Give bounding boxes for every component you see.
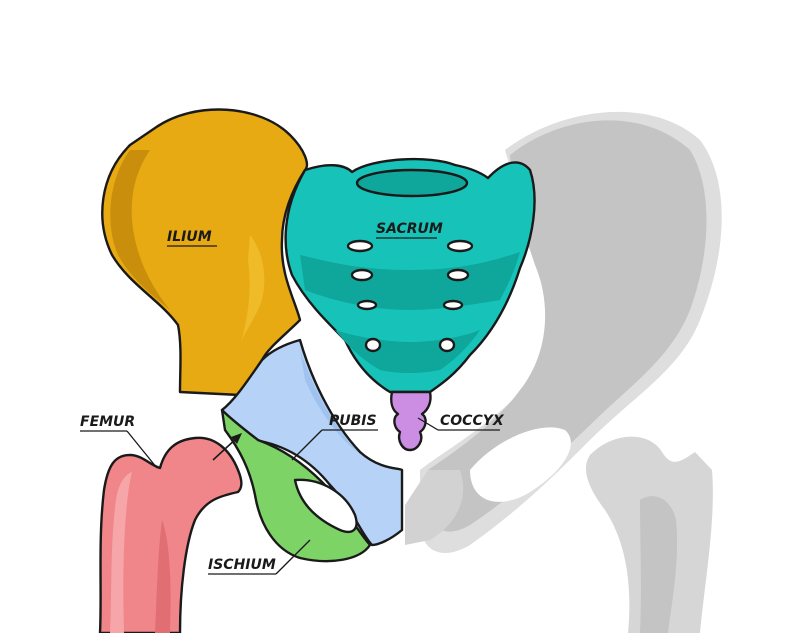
label-ilium: ILIUM bbox=[167, 229, 212, 245]
left-femur bbox=[98, 436, 243, 633]
label-coccyx: COCCYX bbox=[440, 413, 505, 429]
right-femur bbox=[585, 436, 713, 633]
coccyx-bone bbox=[390, 390, 432, 452]
label-femur: FEMUR bbox=[80, 414, 135, 430]
label-ischium-leader-diag bbox=[275, 539, 311, 575]
label-ischium: ISCHIUM bbox=[208, 557, 276, 573]
right-hip-bone bbox=[405, 111, 722, 553]
label-sacrum: SACRUM bbox=[376, 221, 443, 237]
ilium-bone bbox=[101, 108, 309, 397]
sacrum-bone bbox=[284, 157, 536, 394]
label-pubis: PUBIS bbox=[329, 413, 377, 429]
label-coccyx-leader-diag bbox=[417, 417, 439, 431]
arrow-icon bbox=[212, 433, 242, 461]
ischium-bone bbox=[220, 408, 372, 563]
label-pubis-leader-diag bbox=[291, 429, 323, 461]
label-femur-leader-diag bbox=[126, 430, 158, 469]
